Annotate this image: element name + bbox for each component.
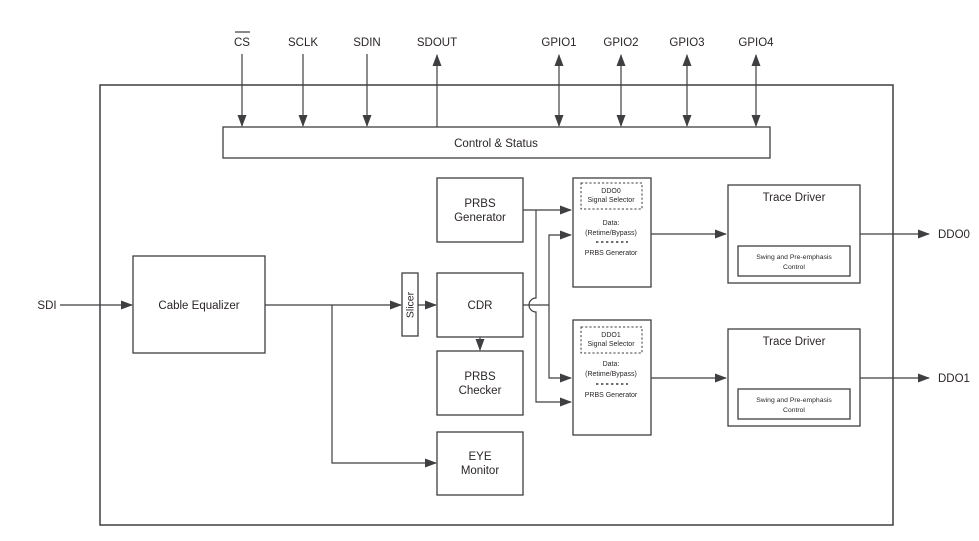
- top-pin-labels: CS SCLK SDIN SDOUT GPIO1 GPIO2 GPIO3 GPI…: [234, 31, 774, 49]
- cable-equalizer-block: Cable Equalizer: [132, 255, 266, 354]
- slicer-label: Slicer: [405, 291, 417, 318]
- prbs-generator-block: PRBS Generator: [436, 177, 524, 243]
- trace-driver-ddo0-swing-line2: Control: [783, 264, 805, 271]
- prbs-generator-label-line2: Generator: [454, 212, 506, 224]
- ddo0-selector-prbs-option: PRBS Generator: [585, 250, 638, 257]
- prbs-gen-to-ddo1-selector-wire: [528, 210, 572, 407]
- control-status-block: Control & Status: [222, 126, 771, 159]
- pin-label-sdout: SDOUT: [417, 37, 457, 49]
- pin-label-ddo0: DDO0: [938, 229, 970, 241]
- ddo1-selector-title-box: [580, 326, 643, 354]
- eye-monitor-box: [436, 431, 524, 496]
- trace-driver-ddo1-block: Trace Driver Swing and Pre-emphasis Cont…: [727, 328, 861, 427]
- prbs-checker-label-line2: Checker: [459, 385, 502, 397]
- pin-label-ddo1: DDO1: [938, 373, 970, 385]
- ddo1-selector-data-option-line2: (Retime/Bypass): [585, 371, 637, 378]
- trace-driver-ddo0-block: Trace Driver Swing and Pre-emphasis Cont…: [727, 184, 861, 284]
- cable-equalizer-label: Cable Equalizer: [158, 300, 239, 312]
- ddo0-signal-selector-block: DDO0 Signal Selector Data: (Retime/Bypas…: [572, 177, 652, 288]
- cdr-to-ddo1-selector-wire: [548, 305, 572, 383]
- signal-wires: [60, 205, 930, 468]
- prbs-generator-label-line1: PRBS: [464, 198, 496, 210]
- eye-monitor-label-line1: EYE: [468, 451, 491, 463]
- ddo0-selector-title-line2: Signal Selector: [587, 197, 635, 204]
- trace-driver-ddo0-label: Trace Driver: [763, 192, 826, 204]
- prbs-checker-label-line1: PRBS: [464, 371, 496, 383]
- ddo0-selector-data-option-line1: Data:: [603, 220, 620, 227]
- eye-monitor-label-line2: Monitor: [461, 465, 500, 477]
- ddo0-selector-box: [572, 177, 652, 288]
- control-status-box: [222, 126, 771, 159]
- ddo1-selector-box: [572, 319, 652, 436]
- ddo1-selector-title-line2: Signal Selector: [587, 341, 635, 348]
- pin-label-cs: CS: [234, 37, 250, 49]
- trace-driver-ddo1-swing-box: [737, 388, 851, 420]
- prbs-checker-box: [436, 350, 524, 416]
- pin-label-gpio1: GPIO1: [541, 37, 576, 49]
- trace-driver-ddo0-swing-line1: Swing and Pre-emphasis: [756, 254, 832, 261]
- ddo0-selector-title-box: [580, 182, 643, 210]
- cdr-block: CDR: [436, 272, 524, 338]
- pin-label-sdin: SDIN: [353, 37, 380, 49]
- control-status-label: Control & Status: [454, 138, 538, 150]
- ddo0-selector-title-line1: DDO0: [601, 188, 621, 195]
- cdr-to-ddo0-selector-wire: [548, 230, 572, 305]
- ddo0-selector-data-option-line2: (Retime/Bypass): [585, 230, 637, 237]
- ddo1-selector-data-option-line1: Data:: [603, 361, 620, 368]
- prbs-checker-block: PRBS Checker: [436, 350, 524, 416]
- top-pin-wires: [237, 54, 761, 127]
- trace-driver-ddo1-label: Trace Driver: [763, 336, 826, 348]
- pin-label-sclk: SCLK: [288, 37, 318, 49]
- cable-equalizer-box: [132, 255, 266, 354]
- eye-monitor-block: EYE Monitor: [436, 431, 524, 496]
- pin-label-gpio3: GPIO3: [669, 37, 704, 49]
- trace-driver-ddo0-swing-box: [737, 245, 851, 277]
- trace-driver-ddo1-swing-line1: Swing and Pre-emphasis: [756, 397, 832, 404]
- ddo1-selector-title-line1: DDO1: [601, 332, 621, 339]
- pin-label-sdi: SDI: [37, 300, 56, 312]
- ddo1-signal-selector-block: DDO1 Signal Selector Data: (Retime/Bypas…: [572, 319, 652, 436]
- prbs-generator-box: [436, 177, 524, 243]
- equalizer-to-eye-monitor-wire: [331, 305, 437, 468]
- ddo1-selector-prbs-option: PRBS Generator: [585, 392, 638, 399]
- trace-driver-ddo1-swing-line2: Control: [783, 407, 805, 414]
- pin-label-gpio2: GPIO2: [603, 37, 638, 49]
- cdr-label: CDR: [468, 300, 493, 312]
- cdr-box: [436, 272, 524, 338]
- pin-label-gpio4: GPIO4: [738, 37, 774, 49]
- slicer-box: [401, 272, 419, 337]
- slicer-block: Slicer: [401, 272, 419, 337]
